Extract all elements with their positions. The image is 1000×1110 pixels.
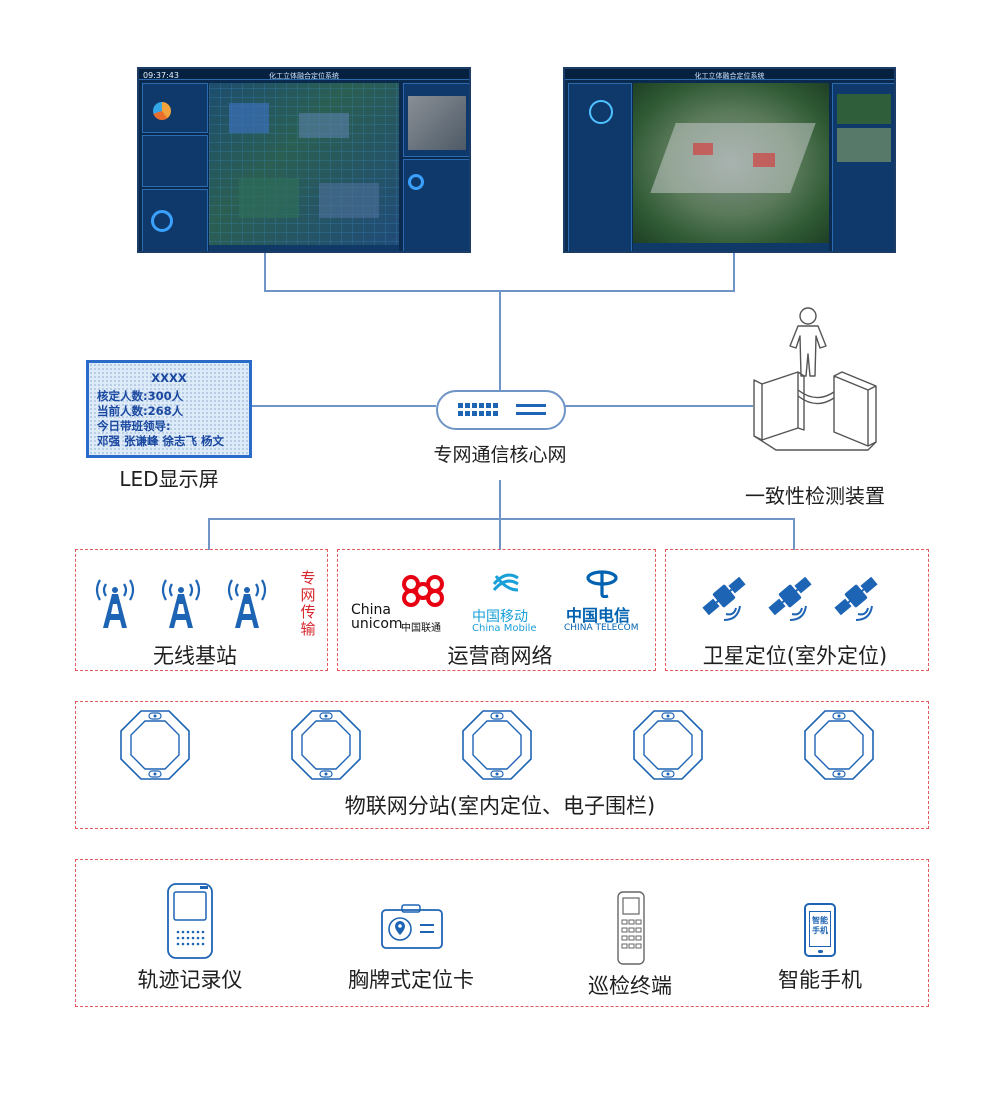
panel [568, 83, 632, 251]
led-display: XXXX 核定人数:300人 当前人数:268人 今日带班领导: 邓强 张谦峰 … [86, 360, 252, 458]
led-line: 今日带班领导: [97, 419, 171, 433]
satellite-caption: 卫星定位(室外定位) [702, 644, 888, 668]
smartphone-icon: 智能 手机 [804, 903, 836, 957]
left-dashboard-screen: 09:37:43 化工立体融合定位系统 [137, 67, 471, 253]
3d-plant-view [633, 83, 829, 243]
telecom-en: CHINA TELECOM [564, 623, 639, 633]
led-caption: LED显示屏 [119, 467, 219, 491]
satellite-box [665, 549, 929, 671]
track-recorder-icon [167, 883, 213, 959]
china-unicom-logo: China unicom 中国联通 [349, 570, 459, 634]
terminal-caption: 智能手机 [778, 968, 862, 992]
panel [403, 83, 469, 157]
wireless-box [75, 549, 328, 671]
unicom-cn: 中国联通 [401, 623, 441, 634]
right-dashboard-screen: 化工立体融合定位系统 [563, 67, 896, 253]
telecom-emblem-icon [586, 570, 618, 598]
screen-time: 09:37:43 [143, 71, 179, 80]
private-transmission-label: 专网传输 [300, 569, 316, 638]
mobile-cn: 中国移动 [472, 609, 528, 625]
badge-card-icon [381, 904, 443, 949]
led-line: 核定人数:300人 [97, 389, 184, 403]
panel [142, 189, 208, 251]
iot-caption: 物联网分站(室内定位、电子围栏) [344, 794, 656, 818]
base-station-icons [95, 578, 267, 630]
wireless-caption: 无线基站 [153, 644, 237, 668]
iot-box [75, 701, 929, 829]
panel [403, 159, 469, 251]
iot-substation-icons [120, 710, 874, 780]
terminal-caption: 轨迹记录仪 [137, 968, 243, 992]
china-telecom-logo: 中国电信 CHINA TELECOM [562, 566, 644, 636]
screen-title: 化工立体融合定位系统 [269, 72, 339, 80]
unicom-knot-icon [402, 575, 444, 607]
core-network-label: 专网通信核心网 [433, 444, 567, 466]
terminals-box [75, 859, 929, 1007]
led-line: 当前人数:268人 [97, 404, 184, 418]
smartphone-screen-text: 智能 手机 [809, 911, 831, 947]
unicom-en2: unicom [351, 616, 403, 632]
mobile-swirl-icon [492, 573, 519, 592]
terminal-caption: 胸牌式定位卡 [348, 968, 474, 992]
patrol-terminal-icon [617, 891, 645, 965]
turnstile-icon [753, 307, 877, 451]
plant-map [209, 83, 399, 251]
unicom-en1: China [351, 602, 391, 618]
screen-title: 化工立体融合定位系统 [694, 72, 765, 80]
china-mobile-logo: 中国移动 China Mobile [470, 566, 542, 636]
panel [832, 83, 894, 251]
terminal-caption: 巡检终端 [588, 974, 672, 998]
operators-box [337, 549, 656, 671]
telecom-cn: 中国电信 [566, 606, 631, 625]
panel [142, 135, 208, 187]
mobile-en: China Mobile [472, 623, 537, 634]
led-line: 邓强 张谦峰 徐志飞 杨文 [97, 434, 225, 448]
satellite-icons [700, 574, 882, 621]
panel [142, 83, 208, 133]
operators-caption: 运营商网络 [447, 644, 553, 668]
core-switch-icon [436, 390, 566, 430]
led-line-title: XXXX [151, 371, 187, 385]
consistency-caption: 一致性检测装置 [745, 484, 885, 508]
